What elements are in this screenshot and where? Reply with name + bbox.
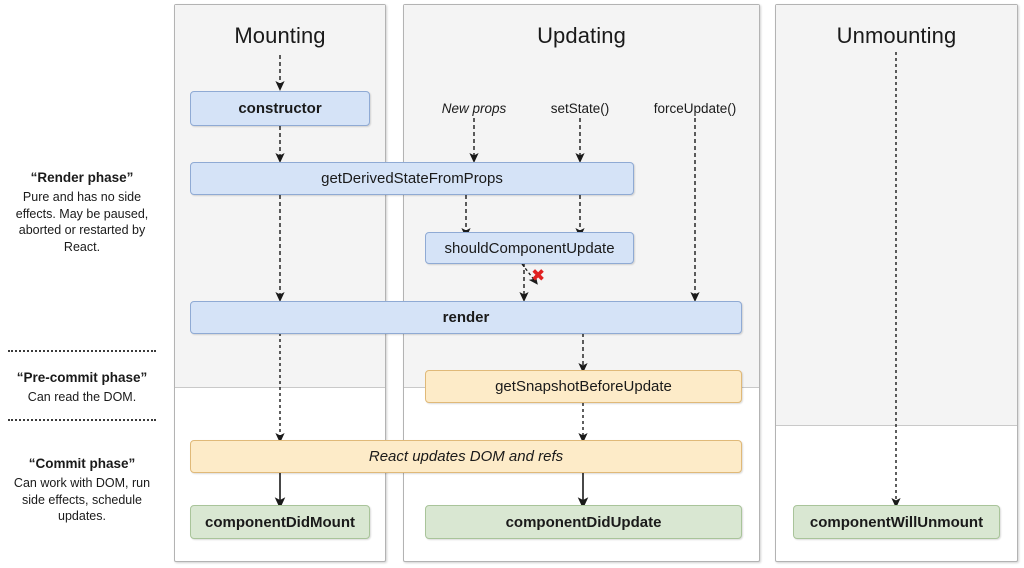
lifecycle-box-react-updates-dom-and-refs[interactable]: React updates DOM and refs <box>190 440 742 473</box>
phase-divider-bottom <box>8 419 156 421</box>
column-title-updating: Updating <box>537 23 626 48</box>
lifecycle-box-render[interactable]: render <box>190 301 742 334</box>
phase-label-render: “Render phase” Pure and has no side effe… <box>4 168 160 255</box>
abort-render-icon: ✖ <box>531 266 546 286</box>
phase-desc-render: Pure and has no side effects. May be pau… <box>15 190 149 254</box>
lifecycle-box-constructor[interactable]: constructor <box>190 91 370 126</box>
phase-title-render: “Render phase” <box>30 170 134 185</box>
phase-label-pre-commit: “Pre-commit phase” Can read the DOM. <box>4 368 160 406</box>
lifecycle-box-component-will-unmount[interactable]: componentWillUnmount <box>793 505 1000 539</box>
trigger-force-update: forceUpdate() <box>653 101 737 116</box>
column-title-unmounting: Unmounting <box>836 23 957 48</box>
phase-title-commit: “Commit phase” <box>28 456 136 471</box>
lifecycle-box-get-snapshot-before-update[interactable]: getSnapshotBeforeUpdate <box>425 370 742 403</box>
lifecycle-box-component-did-mount[interactable]: componentDidMount <box>190 505 370 539</box>
phase-desc-commit: Can work with DOM, run side effects, sch… <box>13 476 151 523</box>
phase-divider-top <box>8 350 156 352</box>
phase-title-pre-commit: “Pre-commit phase” <box>16 370 148 385</box>
phase-label-commit: “Commit phase” Can work with DOM, run si… <box>4 454 160 525</box>
lifecycle-box-get-derived-state-from-props[interactable]: getDerivedStateFromProps <box>190 162 634 195</box>
trigger-new-props: New props <box>441 101 507 116</box>
phase-desc-pre-commit: Can read the DOM. <box>27 390 137 404</box>
trigger-set-state: setState() <box>550 101 610 116</box>
column-title-mounting: Mounting <box>234 23 326 48</box>
lifecycle-box-component-did-update[interactable]: componentDidUpdate <box>425 505 742 539</box>
lifecycle-box-should-component-update[interactable]: shouldComponentUpdate <box>425 232 634 264</box>
